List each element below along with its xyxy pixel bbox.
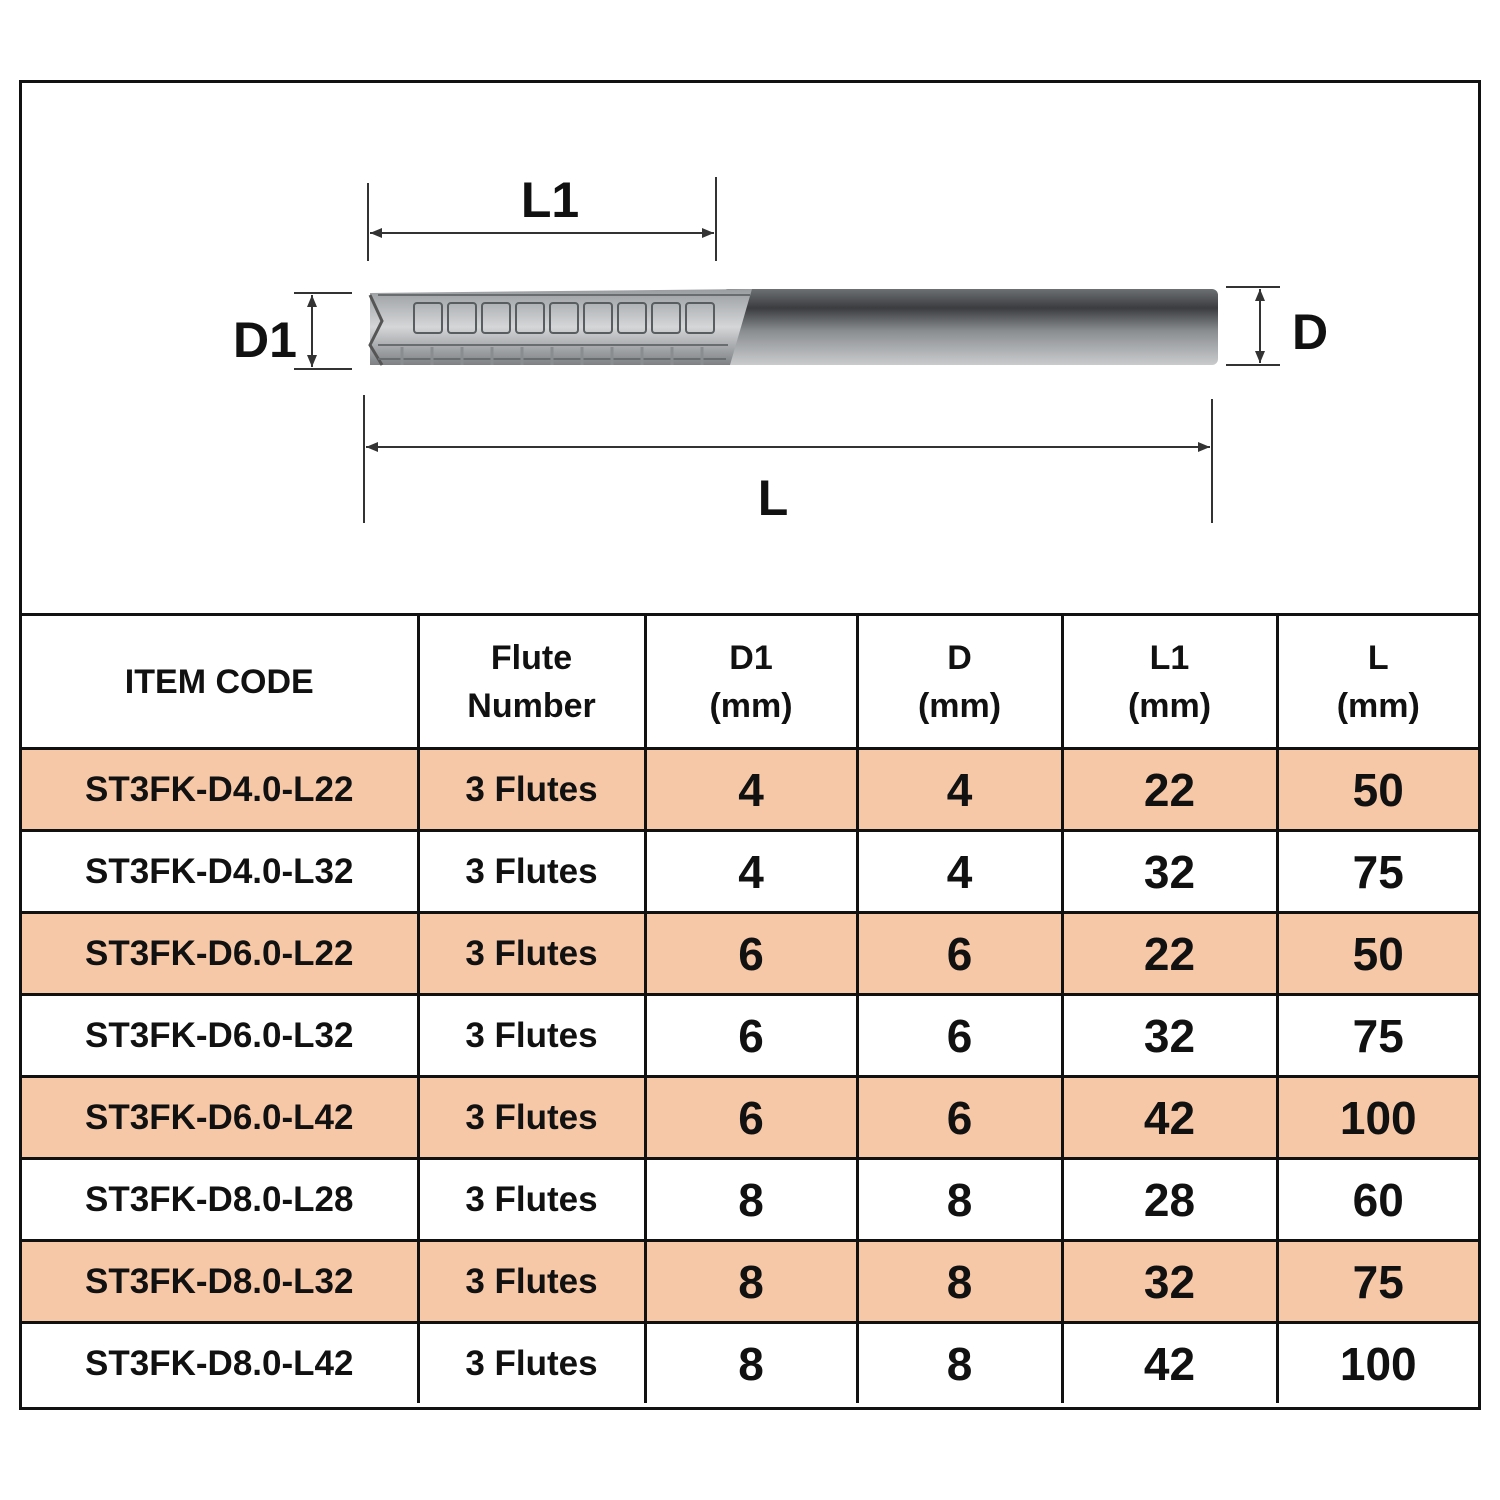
d1-cell: 4: [643, 747, 859, 832]
item-code-cell: ST3FK-D6.0-L32: [22, 993, 420, 1078]
table-header-row: ITEM CODE Flute Number D1 (mm) D (mm) L1…: [22, 613, 1478, 750]
l-cell: 75: [1275, 993, 1478, 1078]
flute-number-cell: 3 Flutes: [416, 911, 647, 996]
header-l1: L1 (mm): [1060, 613, 1279, 750]
item-code-cell: ST3FK-D4.0-L32: [22, 829, 420, 914]
d-cell: 6: [855, 1075, 1064, 1160]
l-cell: 75: [1275, 1239, 1478, 1324]
d-cell: 6: [855, 993, 1064, 1078]
header-d: D (mm): [855, 613, 1064, 750]
d1-cell: 8: [643, 1321, 859, 1403]
l1-cell: 42: [1060, 1075, 1279, 1160]
table-row: ST3FK-D4.0-L22 3 Flutes 4 4 22 50: [22, 747, 1478, 832]
table-row: ST3FK-D8.0-L28 3 Flutes 8 8 28 60: [22, 1157, 1478, 1242]
flute-number-cell: 3 Flutes: [416, 1321, 647, 1403]
item-code-cell: ST3FK-D4.0-L22: [22, 747, 420, 832]
item-code-cell: ST3FK-D8.0-L32: [22, 1239, 420, 1324]
flute-number-cell: 3 Flutes: [416, 1239, 647, 1324]
l1-cell: 28: [1060, 1157, 1279, 1242]
d-dimension: D: [1226, 286, 1328, 366]
d-cell: 8: [855, 1321, 1064, 1403]
table-row: ST3FK-D6.0-L42 3 Flutes 6 6 42 100: [22, 1075, 1478, 1160]
specification-table: ITEM CODE Flute Number D1 (mm) D (mm) L1…: [22, 613, 1478, 1403]
header-d1: D1 (mm): [643, 613, 859, 750]
item-code-cell: ST3FK-D6.0-L22: [22, 911, 420, 996]
l-cell: 75: [1275, 829, 1478, 914]
header-item-code: ITEM CODE: [22, 613, 420, 750]
l1-cell: 22: [1060, 911, 1279, 996]
table-row: ST3FK-D4.0-L32 3 Flutes 4 4 32 75: [22, 829, 1478, 914]
d1-cell: 6: [643, 993, 859, 1078]
d1-cell: 8: [643, 1239, 859, 1324]
d1-dimension: D1: [233, 292, 352, 370]
d1-cell: 6: [643, 911, 859, 996]
flute-number-cell: 3 Flutes: [416, 993, 647, 1078]
table-row: ST3FK-D8.0-L32 3 Flutes 8 8 32 75: [22, 1239, 1478, 1324]
flute-number-cell: 3 Flutes: [416, 747, 647, 832]
item-code-cell: ST3FK-D8.0-L42: [22, 1321, 420, 1403]
flute-number-cell: 3 Flutes: [416, 1157, 647, 1242]
item-code-cell: ST3FK-D6.0-L42: [22, 1075, 420, 1160]
l-cell: 50: [1275, 747, 1478, 832]
d1-cell: 8: [643, 1157, 859, 1242]
l1-dimension: L1: [367, 172, 717, 261]
l1-cell: 32: [1060, 1239, 1279, 1324]
table-row: ST3FK-D8.0-L42 3 Flutes 8 8 42 100: [22, 1321, 1478, 1403]
spec-sheet: L1 D1 D L: [19, 80, 1481, 1410]
d1-label: D1: [233, 312, 297, 368]
l1-cell: 42: [1060, 1321, 1279, 1403]
d-cell: 4: [855, 747, 1064, 832]
l1-label: L1: [521, 172, 579, 228]
flute-number-cell: 3 Flutes: [416, 829, 647, 914]
d-cell: 6: [855, 911, 1064, 996]
d-cell: 8: [855, 1157, 1064, 1242]
l-cell: 50: [1275, 911, 1478, 996]
l-cell: 100: [1275, 1075, 1478, 1160]
d1-cell: 6: [643, 1075, 859, 1160]
header-flute-number: Flute Number: [416, 613, 647, 750]
l-cell: 100: [1275, 1321, 1478, 1403]
l1-cell: 22: [1060, 747, 1279, 832]
l-cell: 60: [1275, 1157, 1478, 1242]
d-label: D: [1292, 304, 1328, 360]
l1-cell: 32: [1060, 993, 1279, 1078]
l1-cell: 32: [1060, 829, 1279, 914]
l-dimension: L: [363, 395, 1213, 526]
d-cell: 4: [855, 829, 1064, 914]
flute-number-cell: 3 Flutes: [416, 1075, 647, 1160]
item-code-cell: ST3FK-D8.0-L28: [22, 1157, 420, 1242]
table-row: ST3FK-D6.0-L22 3 Flutes 6 6 22 50: [22, 911, 1478, 996]
table-row: ST3FK-D6.0-L32 3 Flutes 6 6 32 75: [22, 993, 1478, 1078]
header-l: L (mm): [1275, 613, 1478, 750]
d-cell: 8: [855, 1239, 1064, 1324]
tool-dimension-diagram: L1 D1 D L: [233, 172, 1328, 526]
l-label: L: [758, 470, 789, 526]
end-mill-tool-image: [368, 289, 1218, 366]
d1-cell: 4: [643, 829, 859, 914]
